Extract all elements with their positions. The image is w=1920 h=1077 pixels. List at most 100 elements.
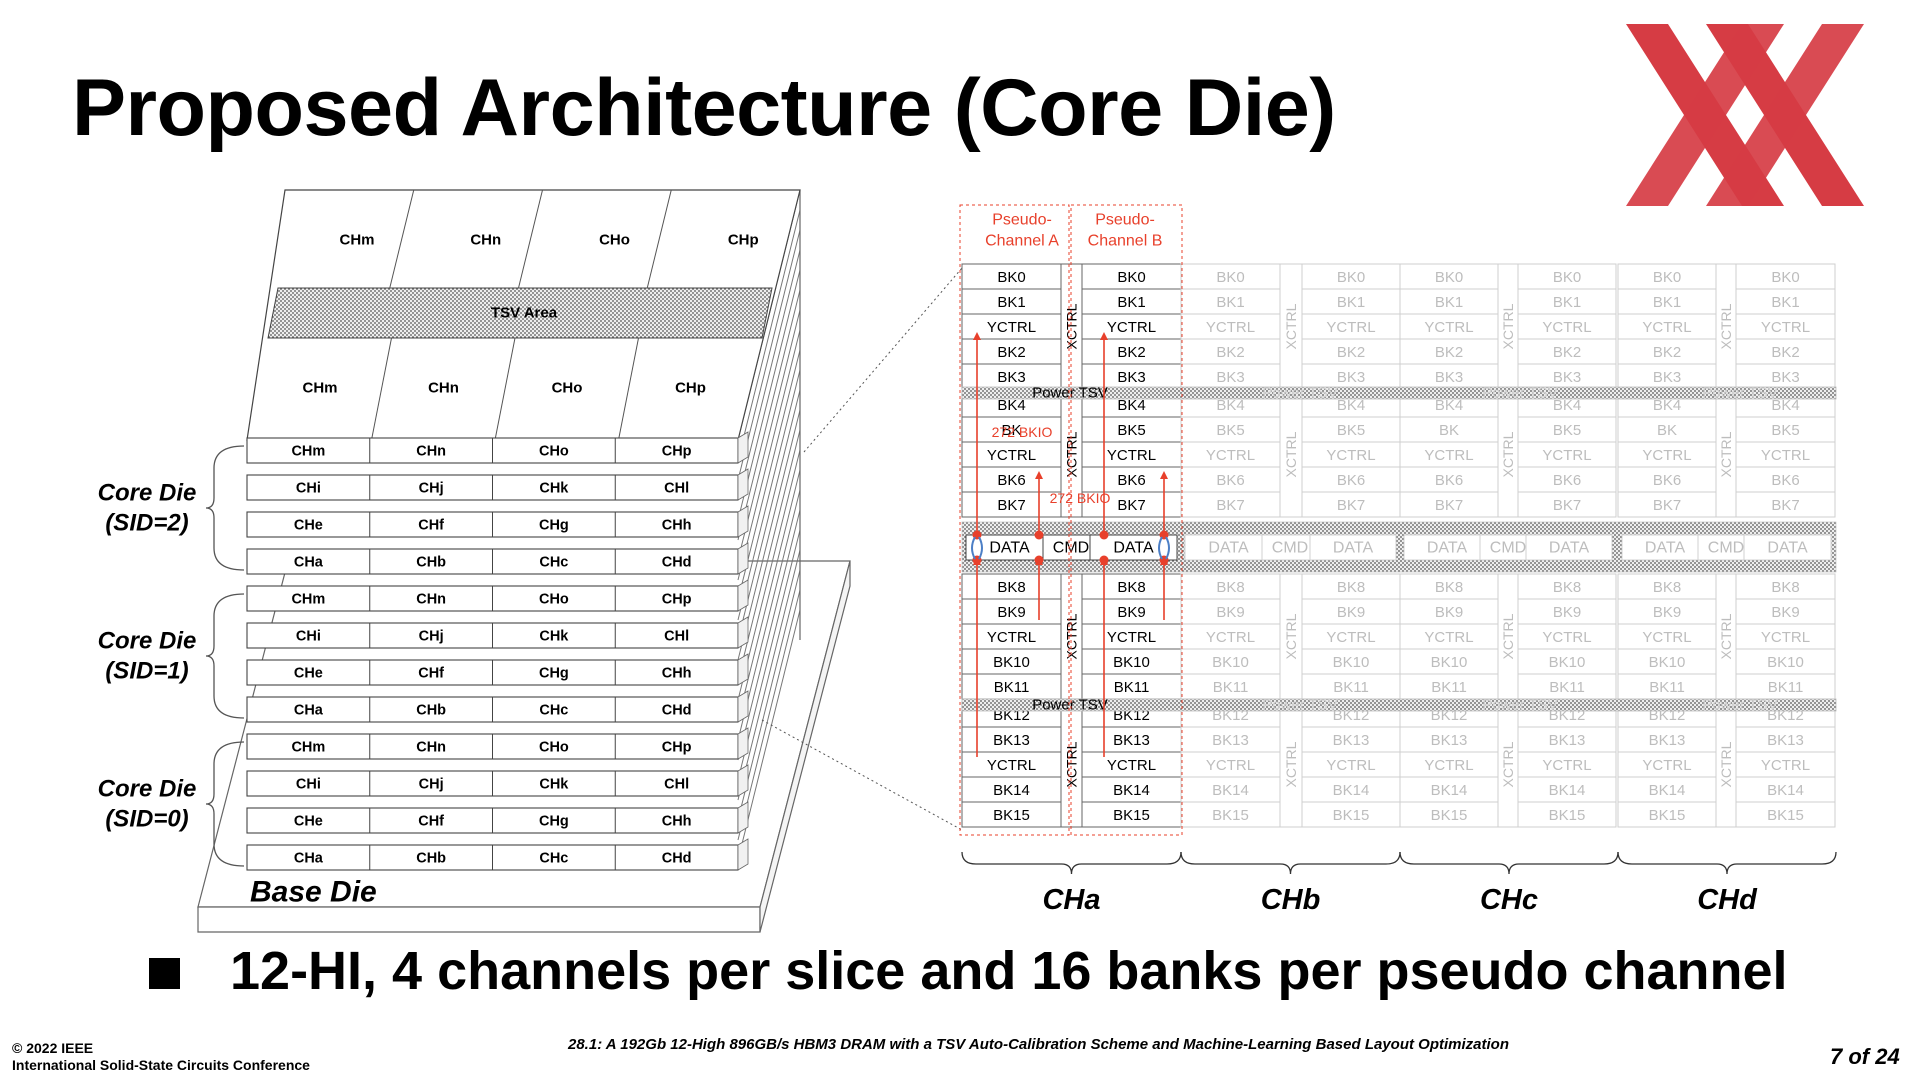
bank-label: BK4 [1771,397,1799,414]
bank-cell [1517,623,1617,650]
bank-label: BK6 [1337,472,1365,489]
bank-label: BK4 [1337,397,1365,414]
data-label: DATA [1767,540,1808,557]
bank-label: BK8 [1216,579,1244,596]
footer-copyright: © 2022 IEEE [12,1040,94,1056]
bank-label: YCTRL [1206,629,1255,646]
bank-label: BK5 [1216,422,1244,439]
bank-label: BK8 [1653,579,1681,596]
bank-cell [1517,441,1617,468]
die-row-side [737,653,749,686]
bank-cell [1735,776,1836,803]
core-die-label: Core Die [98,480,197,507]
pseudo-channel-a-label: Pseudo- [992,212,1052,229]
bank-label: YCTRL [1326,757,1375,774]
bank-cell [1735,416,1836,443]
power-tsv-label: Power TSV [1262,697,1338,714]
bank-label: BK8 [997,579,1025,596]
die-channel-label: CHj [419,481,444,497]
bank-label: BK11 [1213,679,1249,696]
bank-label: YCTRL [1642,319,1691,336]
die-row-side [737,764,749,797]
bank-label: BK10 [1549,654,1586,671]
zoom-line [761,719,963,831]
core-die-sid: (SID=0) [105,806,188,833]
bank-cell [961,673,1062,700]
bank-cell [1517,263,1617,290]
core-die-label: Core Die [98,628,197,655]
bank-label: BK14 [1549,782,1586,799]
bank-cell [1301,491,1401,518]
bank-label: YCTRL [1107,757,1156,774]
bank-label: BK [1657,422,1677,439]
pseudo-channel-b-box [1070,204,1183,836]
bank-cell [1399,263,1499,290]
bank-cell [961,416,1062,443]
die-channel-label: CHj [419,629,444,645]
bank-label: YCTRL [987,757,1036,774]
die-channel-label: CHn [416,592,446,608]
bank-label: BK0 [997,269,1025,286]
channel-label: CHd [1697,884,1758,916]
base-die-label: Base Die [250,876,377,909]
xctrl-label: XCTRL [1064,303,1080,349]
bank-label: BK10 [1113,654,1150,671]
bank-label: BK0 [1117,269,1145,286]
bank-label: BK4 [1216,397,1244,414]
bank-label: BK9 [1337,604,1365,621]
footer-paper-title: 28.1: A 192Gb 12-High 896GB/s HBM3 DRAM … [568,1036,1509,1053]
bank-cell [1517,776,1617,803]
bank-cell [1301,726,1401,753]
bank-cell [1301,416,1401,443]
bank-cell [1735,466,1836,493]
bank-cell [1301,363,1401,390]
bank-cell [1301,288,1401,315]
bank-cell [1301,441,1401,468]
bank-cell [1617,363,1717,390]
bank-label: BK1 [1771,294,1799,311]
bank-cell [1617,491,1717,518]
bank-cell [1517,598,1617,625]
base-die-front [197,906,761,933]
channel-brace [1180,851,1401,875]
die-channel-label: CHd [662,851,692,867]
bank-label: BK6 [997,472,1025,489]
channel-divider [518,189,543,289]
tsv-link [971,536,976,560]
bank-cell [1180,288,1281,315]
bank-cell [1301,598,1401,625]
die-channel-label: CHg [539,814,569,830]
die-channel-label: CHo [539,444,569,460]
bank-label: YCTRL [1107,319,1156,336]
top-channel-label: CHm [302,380,337,397]
bank-label: BK14 [1113,782,1150,799]
bank-cell [1617,801,1717,828]
bank-label: BK13 [1113,732,1150,749]
bank-cell [1180,441,1281,468]
bank-label: BK4 [1435,397,1463,414]
core-die-sid: (SID=1) [105,658,188,685]
bank-cell [1180,313,1281,340]
power-tsv-label: Power TSV [1032,697,1108,714]
slide-title: Proposed Architecture (Core Die) [72,63,1336,153]
bank-label: YCTRL [1107,447,1156,464]
die-channel-label: CHh [662,814,692,830]
xctrl-label: XCTRL [1500,303,1516,349]
die-channel-label: CHa [294,555,324,571]
bank-label: BK6 [1435,472,1463,489]
bank-label: BK1 [1337,294,1365,311]
bank-label: BK11 [1549,679,1585,696]
bank-cell [1081,263,1182,290]
bank-label: BK5 [1771,422,1799,439]
die-channel-label: CHo [539,592,569,608]
bank-cell [1617,338,1717,365]
die-channel-label: CHd [662,703,692,719]
top-channel-label: CHp [675,380,706,397]
xctrl-label: XCTRL [1718,741,1734,787]
die-channel-label: CHd [662,555,692,571]
pseudo-channel-b-label: Pseudo- [1095,212,1155,229]
bank-cell [1180,673,1281,700]
bank-cell [961,573,1062,600]
bank-cell [1081,726,1182,753]
